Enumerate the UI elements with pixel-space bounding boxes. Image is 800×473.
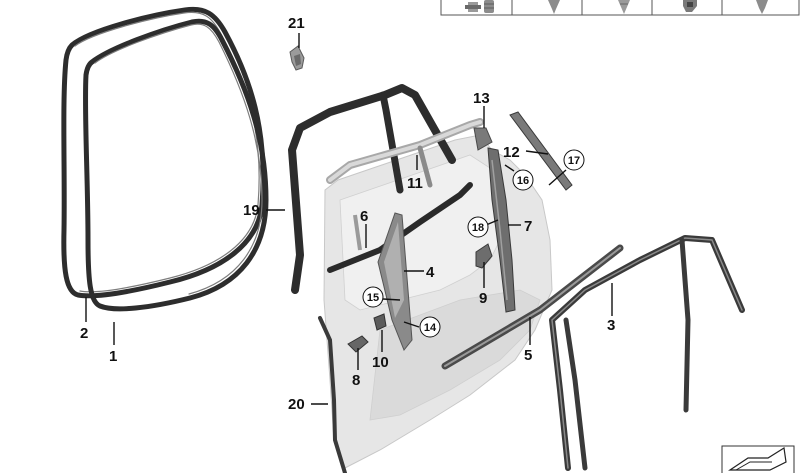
label-5: 5 [524,347,532,364]
pillar-seal-part-20 [318,316,347,473]
push-pin-icon [618,0,630,14]
label-18: 18 [472,222,484,234]
label-21: 21 [288,15,305,32]
clip-part-8 [347,335,369,353]
catalog-arrow-icon [721,445,795,473]
clip-part-21 [289,45,305,71]
label-8: 8 [352,372,360,389]
label-7: 7 [524,218,532,235]
label-1: 1 [109,348,117,365]
bracket-part-9 [475,243,493,269]
label-14: 14 [424,322,437,334]
expanding-rivet-icon [756,0,768,14]
leader-lines [85,33,613,405]
window-frame-seal-part-19 [288,84,456,294]
lower-seal-part-5 [441,244,624,370]
clip-bracket-icon [683,0,697,12]
window-channel-part-11 [326,118,484,188]
trim-strip-part-12 [509,111,573,191]
label-20: 20 [288,396,305,413]
door-opening-seal-outer [61,6,266,299]
label-11: 11 [407,175,423,192]
rivet-icon [548,0,560,14]
label-2: 2 [80,325,88,342]
rear-pillar-seal-part-7 [487,147,516,313]
clip-part-10 [373,313,387,331]
rear-pillar-part-13 [473,127,493,151]
label-17: 17 [568,155,580,167]
label-16: 16 [517,175,529,187]
callout-circles [362,149,585,338]
grommet-icon [484,0,494,13]
label-19: 19 [243,202,260,219]
label-6: 6 [360,208,368,225]
fastener-legend [440,0,800,16]
label-13: 13 [473,90,490,107]
belt-seal-part-6 [327,182,473,273]
label-15: 15 [367,292,379,304]
window-outer-seal-part-3 [549,235,745,471]
label-3: 3 [607,317,615,334]
clip-icon [465,2,481,12]
door-opening-seal-inner [82,18,269,312]
label-9: 9 [479,290,487,307]
label-4: 4 [426,264,435,281]
pillar-trim-part-4 [377,212,413,351]
label-12: 12 [503,144,520,161]
part-labels: 1 2 3 4 5 6 7 8 9 10 11 12 13 14 15 16 1… [80,15,615,413]
label-10: 10 [372,354,389,371]
